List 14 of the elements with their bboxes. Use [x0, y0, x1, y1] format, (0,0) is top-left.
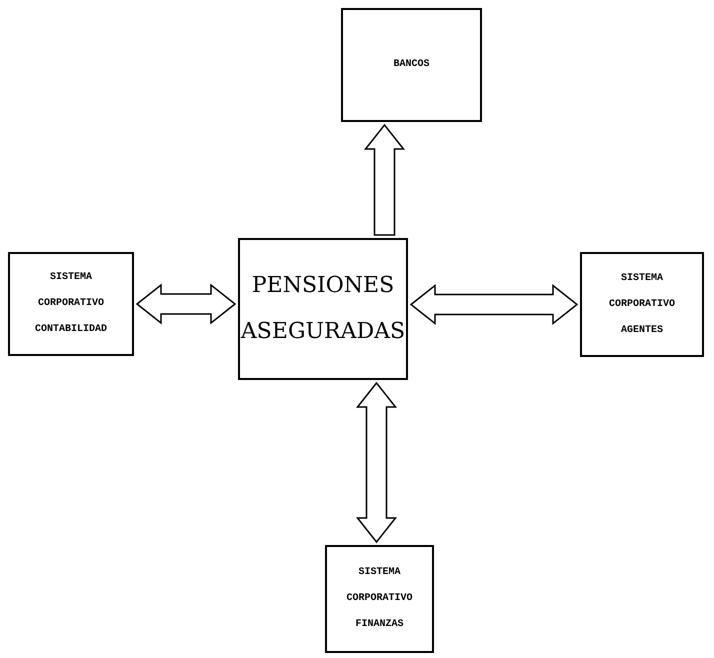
- system-box: [8, 252, 134, 356]
- block-arrow: [364, 124, 406, 236]
- system-box: [238, 238, 408, 380]
- box-label: SISTEMA CORPORATIVO CONTABILIDAD: [34, 271, 108, 337]
- box-label: SISTEMA CORPORATIVO FINANZAS: [345, 566, 414, 632]
- system-box: [325, 545, 434, 653]
- system-box: [341, 8, 482, 122]
- box-label: SISTEMA CORPORATIVO AGENTES: [608, 272, 676, 338]
- block-arrow: [410, 284, 578, 326]
- system-box: [580, 252, 704, 357]
- block-arrow: [356, 382, 398, 544]
- block-arrow: [136, 283, 236, 325]
- box-label: BANCOS: [393, 58, 430, 72]
- box-label: PENSIONES ASEGURADAS: [240, 272, 406, 346]
